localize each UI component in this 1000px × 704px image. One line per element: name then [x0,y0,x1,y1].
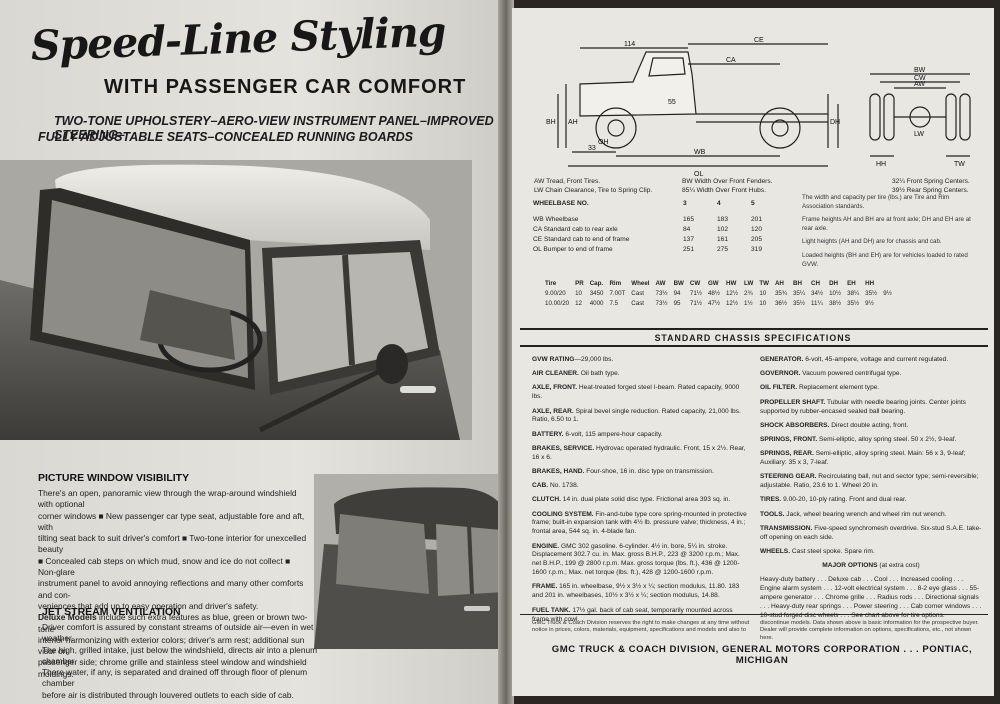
legend-hubs: 85¼ Width Over Front Hubs. [682,187,766,194]
book-gutter [498,0,514,704]
headline-subtitle: WITH PASSENGER CAR COMFORT [104,76,467,98]
svg-text:CA: CA [726,57,736,64]
spec-item: TRANSMISSION. Five-speed synchromesh ove… [760,524,982,541]
standard-chassis-title: STANDARD CHASSIS SPECIFICATIONS [654,333,852,343]
section-picture-window-title: PICTURE WINDOW VISIBILITY [38,472,190,484]
footer-division-line: GMC TRUCK & COACH DIVISION, GENERAL MOTO… [551,644,973,666]
spec-item: CAB. No. 1738. [532,482,579,490]
svg-text:AW: AW [914,81,925,88]
spec-item: OIL FILTER. Replacement element type. [760,384,880,392]
spec-item: GENERATOR. 6-volt, 45-ampere, voltage an… [760,356,949,363]
svg-text:33: 33 [588,145,596,152]
section-picture-window-text: There's an open, panoramic view through … [38,488,308,679]
spec-item: COOLING SYSTEM. Fin-and-tube type core s… [532,510,747,536]
spec-item: AIR CLEANER. Oil bath type. [532,370,620,378]
footer-disclaimer-right: discontinue models. Data shown above is … [760,620,979,641]
spec-item: TIRES. 9.00-20, 10-ply rating. Front and… [760,496,907,504]
spec-item: CLUTCH. 14 in. dual plate solid disc typ… [532,496,731,504]
section-ventilation-title: JET STREAM VENTILATION [42,606,181,618]
svg-text:CW: CW [914,75,926,82]
cab-interior-photo [0,160,472,440]
spec-item: FUEL TANK. 17½ gal. back of cab seat, te… [532,606,733,623]
spec-item: SPRINGS, FRONT. Semi-elliptic, alloy spr… [760,435,957,443]
legend-front-springs: 32¼ Front Spring Centers. [892,178,970,185]
feature-subhead-2: FULLY ADJUSTABLE SEATS–CONCEALED RUNNING… [38,130,414,144]
legend-lw: LW Chain Clearance, Tire to Spring Clip. [534,187,653,194]
spec-options-title: MAJOR OPTIONS (at extra cost) [822,562,920,570]
spec-item: PROPELLER SHAFT. Tubular with needle bea… [760,398,966,415]
section-rule-top [520,328,988,330]
spec-options-list: Heavy-duty battery . . . Deluxe cab . . … [760,576,982,619]
left-page: Speed-Line Styling WITH PASSENGER CAR CO… [0,0,500,704]
right-page: 114 CE CA 55 WB OL 33 BH AH OH DH BW CW … [512,8,994,696]
svg-text:TW: TW [954,161,965,168]
svg-text:BH: BH [546,119,556,126]
spec-item: SHOCK ABSORBERS. Direct double acting, f… [760,421,909,429]
table-header-row: WHEELBASE NO. 3 4 5 [533,199,755,207]
svg-text:LW: LW [914,131,924,138]
spec-item: SPRINGS, REAR. Semi-elliptic, alloy spri… [760,450,966,467]
cab-exterior-photo [314,474,500,649]
dimension-notes: The width and capacity per tire (lbs.) a… [802,194,971,268]
footer-rule [520,614,988,615]
spec-column-left: GVW RATING—29,000 lbs. AIR CLEANER. Oil … [532,356,750,630]
legend-rear-springs: 39½ Rear Spring Centers. [892,187,969,194]
spec-item: BATTERY. 6-volt, 115 ampere-hour capacit… [532,430,663,438]
spec-item: ENGINE. GMC 302 gasoline. 6-cylinder. 4½… [532,542,740,577]
spec-item: AXLE, FRONT. Heat-treated forged steel I… [532,384,740,401]
spec-item: BRAKES, SERVICE. Hydrovac operated hydra… [532,444,746,461]
svg-text:AH: AH [568,119,578,126]
spec-item: AXLE, REAR. Spiral bevel single reductio… [532,407,741,424]
chassis-dimension-diagram: 114 CE CA 55 WB OL 33 BH AH OH DH BW CW … [546,37,971,178]
spec-item: GVW RATING—29,000 lbs. [532,356,614,363]
headline: Speed-Line Styling [30,7,447,70]
svg-text:WB: WB [694,149,706,156]
spec-item: WHEELS. Cast steel spoke. Spare rim. [760,547,875,555]
legend-bw: BW Width Over Front Fenders. [682,178,773,185]
svg-text:HH: HH [876,161,886,168]
spec-item: BRAKES, HAND. Four-shoe, 16 in. disc typ… [532,467,714,475]
legend-aw: AW Tread, Front Tires. [534,178,601,185]
section-rule-bottom [520,345,988,347]
svg-text:BW: BW [914,67,926,74]
spec-item: GOVERNOR. Vacuum powered centrifugal typ… [760,370,902,378]
svg-text:OL: OL [694,171,703,178]
svg-text:114: 114 [624,41,635,48]
section-ventilation-text: Driver comfort is assured by constant st… [42,622,318,700]
svg-text:DH: DH [830,119,840,126]
svg-text:OH: OH [598,139,609,146]
spec-column-right: GENERATOR. 6-volt, 45-ampere, voltage an… [760,356,982,626]
svg-text:55: 55 [668,99,676,106]
spec-item: FRAME. 165 in. wheelbase, 9½ x 3½ x ¼; s… [532,583,740,600]
feature-subhead-1: TWO-TONE UPHOLSTERY–AERO-VIEW INSTRUMENT… [54,114,494,142]
spec-item: STEERING GEAR. Recirculating ball, nut a… [760,473,979,490]
svg-text:CE: CE [754,37,764,44]
spec-item: TOOLS. Jack, wheel bearing wrench and wh… [760,510,947,518]
footer-disclaimer-left: GMC Truck & Coach Division reserves the … [532,620,750,634]
